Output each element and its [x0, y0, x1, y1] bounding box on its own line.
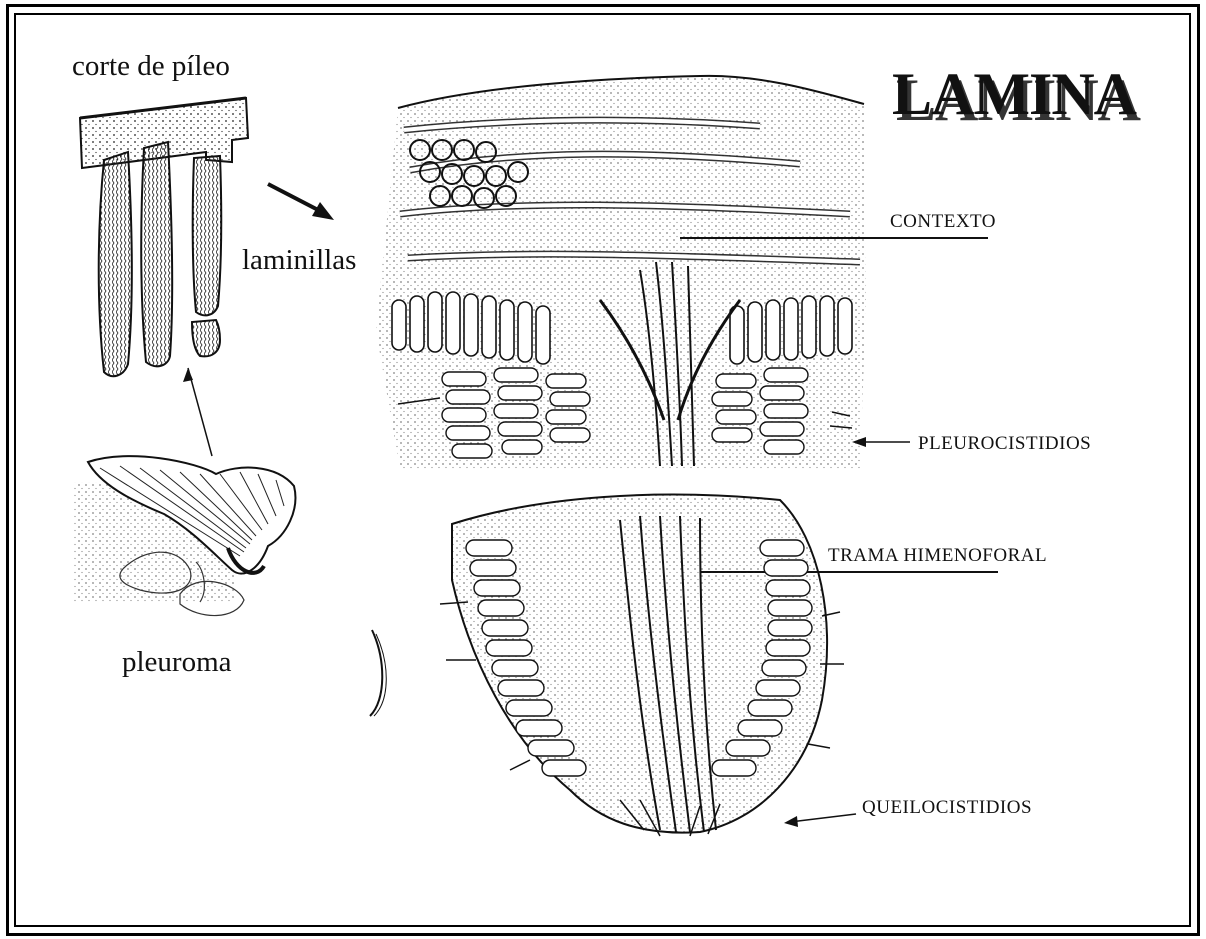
label-pleuroma: pleuroma	[122, 648, 232, 677]
diagram-title-text: LAMINA	[892, 61, 1136, 127]
label-corte-de-pileo: corte de píleo	[72, 52, 230, 81]
label-contexto: CONTEXTO	[890, 212, 996, 231]
lamella-edge-block-illustration	[370, 495, 844, 836]
pileus-section-illustration	[80, 98, 248, 376]
pleuroma-mushroom-illustration	[74, 456, 295, 615]
diagram-title: LAMINA LAMINA	[892, 64, 1136, 124]
label-trama-himenoforal: TRAMA HIMENOFORAL	[828, 546, 1047, 565]
label-queilocistidios: QUEILOCISTIDIOS	[862, 798, 1032, 817]
label-pleurocistidios: PLEUROCISTIDIOS	[918, 434, 1091, 453]
lamella-upper-block-illustration	[376, 76, 866, 470]
label-laminillas: laminillas	[242, 246, 356, 275]
